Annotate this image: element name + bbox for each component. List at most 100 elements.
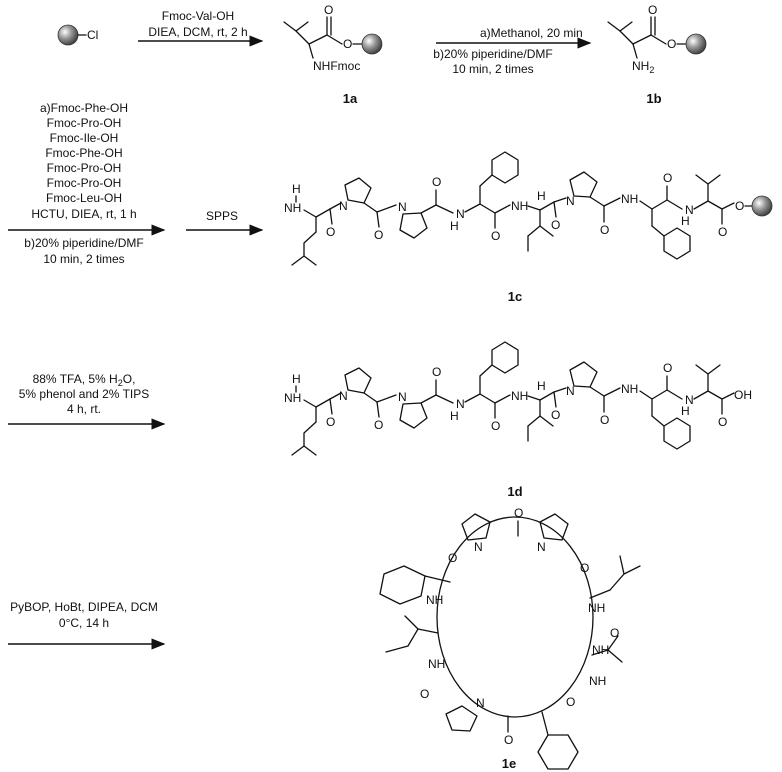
- svg-text:O: O: [667, 37, 676, 51]
- svg-text:88% TFA, 5% H2O,: 88% TFA, 5% H2O,: [33, 372, 136, 388]
- svg-text:N: N: [339, 389, 348, 403]
- compound-1b: O O NH2: [607, 3, 707, 75]
- svg-text:O: O: [663, 171, 672, 185]
- svg-text:10 min, 2 times: 10 min, 2 times: [43, 252, 124, 266]
- svg-text:Fmoc-Pro-OH: Fmoc-Pro-OH: [47, 116, 122, 130]
- svg-text:O: O: [432, 365, 441, 379]
- svg-text:O: O: [514, 506, 523, 520]
- svg-text:NH: NH: [511, 199, 528, 213]
- svg-text:O: O: [735, 199, 744, 213]
- resin-bead-icon: [685, 33, 707, 55]
- svg-text:NH: NH: [428, 657, 445, 671]
- resin-bead-icon: [751, 195, 773, 217]
- svg-text:Fmoc-Phe-OH: Fmoc-Phe-OH: [45, 146, 122, 160]
- svg-text:O: O: [374, 418, 383, 432]
- svg-text:NH: NH: [592, 643, 609, 657]
- svg-text:N: N: [398, 200, 407, 214]
- label-1e: 1e: [502, 756, 516, 771]
- svg-text:O: O: [663, 361, 672, 375]
- svg-text:H: H: [681, 214, 690, 228]
- svg-text:Fmoc-Pro-OH: Fmoc-Pro-OH: [47, 176, 122, 190]
- svg-text:NH: NH: [621, 192, 638, 206]
- svg-text:N: N: [456, 397, 465, 411]
- svg-text:NH: NH: [589, 674, 606, 688]
- svg-text:Fmoc-Ile-OH: Fmoc-Ile-OH: [50, 131, 119, 145]
- svg-text:H: H: [292, 372, 301, 386]
- svg-text:NH: NH: [426, 593, 443, 607]
- svg-text:N: N: [537, 540, 546, 554]
- svg-text:O: O: [374, 228, 383, 242]
- compound-1d: H NH O N O N O H N O NH H: [284, 341, 752, 456]
- svg-text:N: N: [339, 199, 348, 213]
- svg-text:N: N: [476, 696, 485, 710]
- step2-line1: a)Methanol, 20 min: [480, 26, 583, 40]
- svg-text:O: O: [718, 415, 727, 429]
- svg-text:H: H: [292, 182, 301, 196]
- svg-text:OH: OH: [734, 388, 752, 402]
- svg-text:HCTU, DIEA, rt, 1 h: HCTU, DIEA, rt, 1 h: [31, 207, 136, 221]
- resin-bead-icon: [57, 24, 79, 46]
- svg-text:0°C, 14 h: 0°C, 14 h: [59, 616, 109, 630]
- svg-text:5% phenol and 2% TIPS: 5% phenol and 2% TIPS: [19, 387, 150, 401]
- svg-text:NH: NH: [588, 601, 605, 615]
- label-1b: 1b: [646, 91, 661, 106]
- svg-text:N: N: [566, 194, 575, 208]
- atom-cl: Cl: [87, 28, 98, 42]
- svg-text:O: O: [566, 695, 575, 709]
- compound-1c: H NH O N O N O H N O NH: [284, 151, 773, 266]
- compound-1a: O O NHFmoc: [283, 3, 383, 73]
- svg-text:N: N: [456, 207, 465, 221]
- step1-conditions: DIEA, DCM, rt, 2 h: [148, 25, 247, 39]
- svg-text:N: N: [685, 393, 694, 407]
- label-1c: 1c: [508, 289, 522, 304]
- resin-bead-icon: [361, 33, 383, 55]
- svg-text:H: H: [450, 219, 459, 233]
- svg-text:H: H: [450, 409, 459, 423]
- svg-text:O: O: [610, 626, 619, 640]
- svg-text:PyBOP, HoBt, DIPEA, DCM: PyBOP, HoBt, DIPEA, DCM: [10, 600, 158, 614]
- svg-text:4 h, rt.: 4 h, rt.: [67, 402, 101, 416]
- step3-conditions: a)Fmoc-Phe-OH Fmoc-Pro-OH Fmoc-Ile-OH Fm…: [24, 101, 143, 266]
- spps-label: SPPS: [206, 209, 238, 223]
- svg-text:O: O: [491, 419, 500, 433]
- step2-line2: b)20% piperidine/DMF: [433, 47, 552, 61]
- svg-text:H: H: [681, 404, 690, 418]
- svg-text:O: O: [600, 223, 609, 237]
- svg-text:N: N: [566, 384, 575, 398]
- svg-text:H: H: [537, 379, 546, 393]
- svg-text:O: O: [551, 218, 560, 232]
- svg-text:O: O: [491, 229, 500, 243]
- svg-text:O: O: [343, 37, 352, 51]
- svg-text:NH: NH: [284, 201, 301, 215]
- svg-text:N: N: [474, 540, 483, 554]
- svg-text:N: N: [398, 390, 407, 404]
- svg-text:a)Fmoc-Phe-OH: a)Fmoc-Phe-OH: [40, 101, 128, 115]
- svg-text:O: O: [718, 225, 727, 239]
- svg-text:O: O: [326, 225, 335, 239]
- svg-text:O: O: [420, 687, 429, 701]
- svg-text:NH: NH: [284, 391, 301, 405]
- svg-text:O: O: [324, 3, 333, 17]
- svg-text:N: N: [685, 203, 694, 217]
- svg-text:O: O: [551, 408, 560, 422]
- svg-text:O: O: [580, 561, 589, 575]
- svg-text:Fmoc-Leu-OH: Fmoc-Leu-OH: [46, 191, 122, 205]
- svg-text:O: O: [448, 551, 457, 565]
- svg-text:H: H: [537, 189, 546, 203]
- step2-line3: 10 min, 2 times: [452, 62, 533, 76]
- step1-reagent: Fmoc-Val-OH: [162, 9, 234, 23]
- svg-text:O: O: [648, 3, 657, 17]
- svg-text:NH: NH: [621, 382, 638, 396]
- label-1a: 1a: [343, 91, 358, 106]
- svg-text:b)20% piperidine/DMF: b)20% piperidine/DMF: [24, 236, 143, 250]
- step4-conditions: 88% TFA, 5% H2O, 5% phenol and 2% TIPS 4…: [19, 372, 150, 416]
- label-1d: 1d: [507, 484, 522, 499]
- svg-text:O: O: [326, 415, 335, 429]
- compound-1e: N N O O O NH NH O N O O NH NH O: [379, 506, 641, 770]
- svg-text:NH2: NH2: [632, 59, 654, 75]
- svg-text:O: O: [600, 413, 609, 427]
- svg-text:NH: NH: [511, 389, 528, 403]
- svg-text:O: O: [504, 733, 513, 747]
- svg-text:NHFmoc: NHFmoc: [313, 59, 360, 73]
